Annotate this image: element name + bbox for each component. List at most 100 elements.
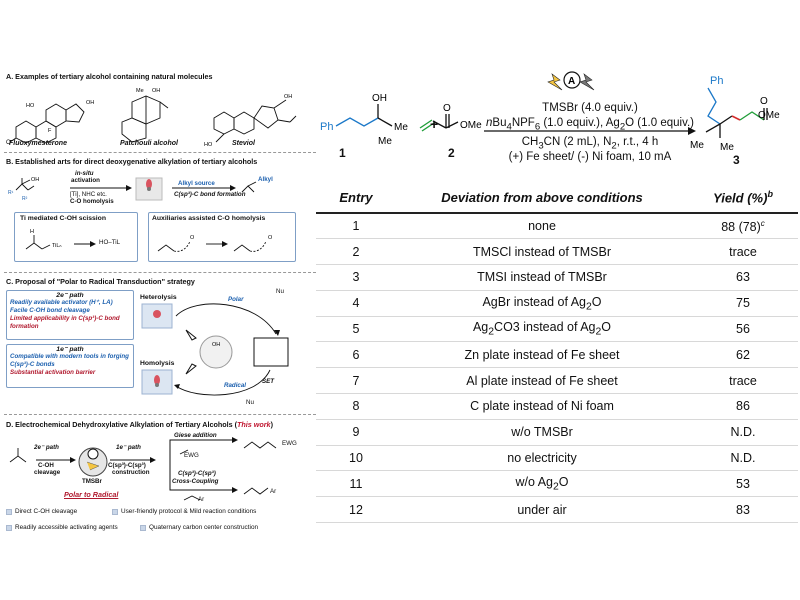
- d-two-e-path: 2e⁻ path: [34, 444, 59, 451]
- panel-d-scheme: [9, 437, 277, 501]
- header-yield-text: Yield (%): [713, 190, 768, 206]
- row-deviation: C plate instead of Ni foam: [396, 393, 688, 420]
- compound-2-label: 2: [448, 146, 455, 160]
- row-deviation: AgBr instead of Ag2O: [396, 290, 688, 317]
- header-yield-sup: b: [767, 189, 773, 200]
- one-e-head: 1e⁻ path: [56, 346, 84, 353]
- d-giese: Giese addition: [174, 432, 217, 439]
- feature-2-text: User-friendly protocol & Mild reaction c…: [121, 508, 257, 515]
- heterolysis-label: Heterolysis: [140, 294, 177, 301]
- row-yield: 62: [688, 341, 798, 369]
- auxiliaries-box: [148, 212, 296, 262]
- svg-text:O: O: [268, 235, 273, 241]
- oh-label: OH: [372, 93, 387, 104]
- svg-text:Me: Me: [136, 88, 144, 94]
- row-entry: 2: [316, 238, 396, 266]
- row-yield: 63: [688, 264, 798, 291]
- row-deviation: w/o Ag2O: [396, 470, 688, 498]
- row-yield: trace: [688, 238, 798, 266]
- svg-text:OH: OH: [31, 177, 39, 183]
- row-deviation: no electricity: [396, 445, 688, 472]
- feature-4-text: Quaternary carbon center construction: [149, 524, 259, 531]
- divider-bc: [4, 272, 316, 273]
- table-header-row: Entry Deviation from above conditions Yi…: [316, 183, 798, 214]
- row-entry: 9: [316, 419, 396, 446]
- row-yield: 86: [688, 393, 798, 420]
- svg-text:O: O: [6, 140, 11, 146]
- b-step1-reagent: [Ti], NHC etc.: [70, 191, 107, 198]
- condition-line-1: TMSBr (4.0 equiv.): [542, 102, 638, 114]
- molecule-label-1: Fluoxymesterone: [9, 140, 67, 147]
- svg-text:OH: OH: [284, 94, 292, 100]
- d-two-e-desc1: C-OH: [38, 462, 54, 469]
- auxiliaries-title: Auxiliaries assisted C-O homolysis: [152, 215, 266, 222]
- set-label: SET: [262, 378, 275, 385]
- panel-d-title: D. Electrochemical Dehydroxylative Alkyl…: [6, 420, 273, 429]
- molecule-label-2: Patchouli alcohol: [120, 140, 178, 147]
- feature-2: User-friendly protocol & Mild reaction c…: [112, 508, 256, 515]
- svg-text:HO: HO: [26, 103, 35, 109]
- b-step1-mid: activation: [71, 177, 100, 184]
- feature-3: Readily accessible activating agents: [6, 524, 118, 531]
- d-ar-1: Ar: [198, 496, 205, 503]
- nu-label-top: Nu: [276, 288, 284, 295]
- row-deviation: none: [396, 213, 688, 240]
- row-deviation: TMSCl instead of TMSBr: [396, 238, 688, 266]
- d-two-e-desc2: cleavage: [34, 469, 61, 476]
- row-deviation: TMSI instead of TMSBr: [396, 264, 688, 291]
- feature-2-marker: [112, 508, 118, 515]
- svg-text:R¹: R¹: [8, 190, 14, 196]
- row-entry: 12: [316, 496, 396, 524]
- plus-sign: +: [430, 116, 439, 132]
- row-deviation: Ag2CO3 instead of Ag2O: [396, 316, 688, 343]
- row-yield: 83: [688, 496, 798, 524]
- compound-3-label: 3: [733, 153, 740, 167]
- o-label-1: O: [443, 103, 451, 114]
- d-reagent: TMSBr: [82, 478, 102, 485]
- two-e-bullet-2: Facile C-OH bond cleavage: [10, 307, 90, 314]
- me-label-4: Me: [720, 142, 734, 153]
- ti-mediated-box: [14, 212, 138, 262]
- me-label-1: Me: [394, 122, 408, 133]
- header-entry: Entry: [316, 183, 396, 214]
- row-entry: 7: [316, 367, 396, 395]
- feature-1-marker: [6, 508, 12, 515]
- row-yield: 88 (78)c: [688, 213, 798, 240]
- natural-molecules-drawing: O HO F OH Me OH OH HO: [6, 88, 297, 148]
- svg-text:R²: R²: [22, 196, 28, 202]
- row-entry: 11: [316, 470, 396, 498]
- feature-1: Direct C-OH cleavage: [6, 508, 77, 515]
- one-e-bullet-2: Substantial activation barrier: [10, 369, 96, 376]
- feature-3-marker: [6, 524, 12, 531]
- panel-b-title: B. Established arts for direct deoxygena…: [6, 157, 258, 166]
- ti-mediated-drawing: H TiLₙ: [25, 229, 96, 250]
- svg-text:H: H: [30, 229, 34, 235]
- header-yield: Yield (%)b: [688, 183, 798, 214]
- two-e-bullet-1: Readily available activator (H⁺, LA): [10, 299, 113, 306]
- me-label-3: Me: [690, 140, 704, 151]
- row-deviation: under air: [396, 496, 688, 524]
- ph-label-1: Ph: [320, 121, 333, 133]
- ph-label-3: Ph: [710, 75, 723, 87]
- panel-b-scheme: OH R¹ R²: [8, 177, 257, 202]
- divider-cd: [4, 414, 316, 415]
- ome-label-1: OMe: [460, 120, 482, 131]
- me-label-2: Me: [378, 136, 392, 147]
- panel-c-title: C. Proposal of "Polar to Radical Transdu…: [6, 277, 195, 286]
- feature-4: Quaternary carbon center construction: [140, 524, 258, 531]
- d-ewg-2: EWG: [282, 440, 297, 447]
- polar-radical-cycle: OH: [141, 303, 289, 396]
- svg-text:HO: HO: [204, 142, 213, 148]
- row-entry: 10: [316, 445, 396, 472]
- one-e-bullet-1: Compatible with modern tools in forging …: [10, 353, 129, 368]
- polar-label: Polar: [228, 296, 244, 303]
- one-electron-box: 1e⁻ path Compatible with modern tools in…: [6, 344, 134, 388]
- d-ar-2: Ar: [270, 488, 277, 495]
- feature-1-text: Direct C-OH cleavage: [15, 508, 78, 515]
